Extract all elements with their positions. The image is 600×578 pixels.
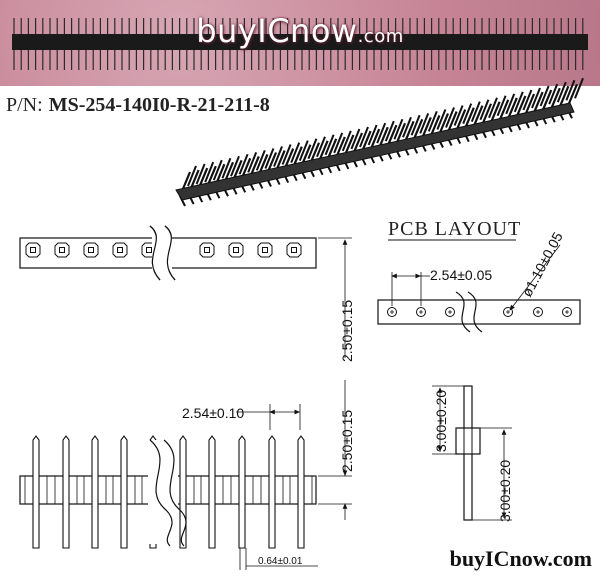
pcb-pitch-dim: 2.54±0.05 [430, 267, 492, 283]
front-view-break [149, 439, 187, 547]
header-3d-illustration [175, 77, 584, 207]
part-number-value: MS-254-140I0-R-21-211-8 [48, 94, 270, 116]
pcb-layout: 2.54±0.05 ø1.10±0.05 [377, 229, 581, 333]
front-pitch-dim: 2.54±0.10 [182, 405, 244, 421]
pcb-holes [387, 307, 572, 317]
brand-name: buyICnow [196, 12, 358, 50]
header-pin-strip [12, 18, 588, 70]
top-view: 2.50±0.15 [19, 225, 355, 362]
pcb-strip [377, 299, 581, 325]
part-number: P/N:MS-254-140I0-R-21-211-8 [6, 94, 270, 117]
side-view: 3.00±0.20 3.00±0.20 [432, 385, 513, 522]
front-view: 2.54±0.10 2.50±0.15 0.64±0.01 [19, 380, 355, 570]
top-height-dim: 2.50±0.15 [339, 300, 355, 362]
front-height-dim: 2.50±0.15 [339, 410, 355, 472]
pin-width-dim: 0.64±0.01 [258, 556, 303, 567]
pcb-hole-dim: ø1.10±0.05 [519, 229, 566, 299]
front-view-pins [24, 435, 313, 549]
brand-logo: buyICnow.com [0, 12, 600, 50]
header-banner: buyICnow.com [0, 0, 600, 86]
part-number-label: P/N: [6, 94, 43, 116]
footer-brand: buyICnow.com [449, 546, 592, 571]
pcb-layout-title: PCB LAYOUT [388, 218, 522, 240]
brand-suffix: .com [357, 26, 404, 47]
side-view-body [455, 427, 481, 455]
side-bottom-dim: 3.00±0.20 [497, 460, 513, 522]
side-top-dim: 3.00±0.20 [433, 390, 449, 452]
